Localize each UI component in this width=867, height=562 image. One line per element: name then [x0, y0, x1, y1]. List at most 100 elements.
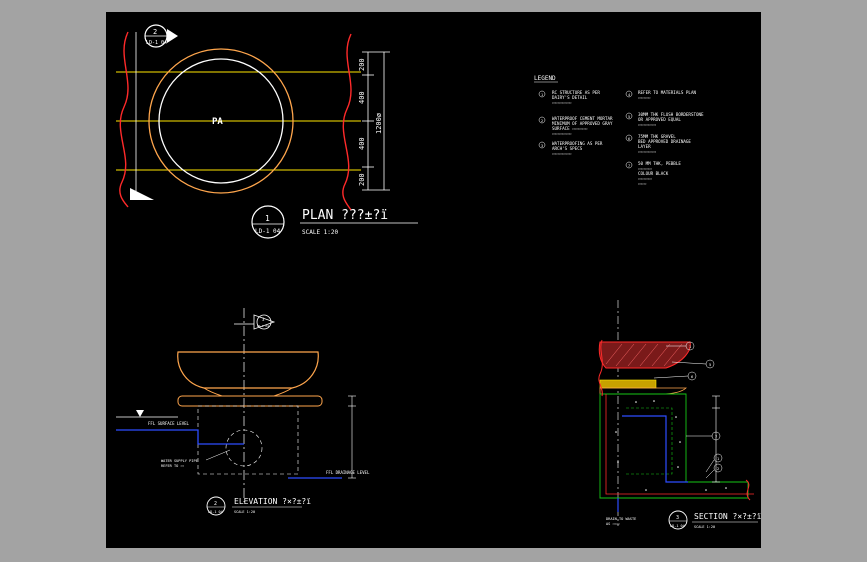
- elevation-level-left-label: FFL SURFACE LEVEL: [148, 421, 190, 426]
- plan-section-marker-arrow: [167, 29, 178, 43]
- section-title-block: 3 LD-1 04 SECTION ?×?±?ï SCALE 1:20: [668, 510, 761, 530]
- section-break-line-top: [598, 339, 603, 397]
- legend: LEGEND 1 RC STRUCTURE AS PER DAIRY'S DET…: [534, 75, 704, 186]
- aggregate-dot-5: [677, 466, 679, 468]
- legend-title: LEGEND: [534, 75, 556, 82]
- legend-item-4-line-2: ⸗⸗⸗⸗⸗⸗⸗⸗⸗: [638, 95, 651, 100]
- legend-item-4: 4 REFER TO MATERIALS PLAN ⸗⸗⸗⸗⸗⸗⸗⸗⸗: [625, 90, 696, 100]
- aggregate-dot-3: [675, 416, 677, 418]
- legend-item-3-num: 3: [541, 144, 543, 148]
- callout-label-6: 2: [717, 466, 719, 471]
- callout-leader-2: [671, 361, 707, 365]
- elevation-pipe-note-1: WATER SUPPLY PIPE: [161, 459, 198, 463]
- elevation-title-circle: [206, 496, 226, 516]
- legend-item-1-line-3: ⸗⸗⸗⸗⸗⸗⸗⸗⸗⸗⸗⸗⸗⸗: [552, 100, 572, 105]
- elevation-dimensions: [348, 395, 356, 479]
- cad-viewport[interactable]: PA 2 LD-1 04 200 400 400 200 1200ø: [106, 12, 761, 548]
- callout-badge-6: [713, 463, 723, 473]
- legend-item-6: 6 75MM THK GRAVEL BED APPROVED DRAINAGE …: [625, 134, 691, 154]
- legend-item-1: 1 RC STRUCTURE AS PER DAIRY'S DETAIL ⸗⸗⸗…: [538, 90, 600, 105]
- elevation-level-right-label: FFL DRAINAGE LEVEL: [326, 470, 370, 475]
- dim-label-3: 400: [358, 137, 366, 150]
- legend-item-2-line-4: ⸗⸗⸗⸗⸗⸗⸗⸗⸗⸗⸗⸗⸗⸗: [552, 131, 572, 136]
- plan-break-line-right: [342, 33, 352, 211]
- callout-leader-5: [705, 459, 715, 473]
- section-bowl-hatch-line-2: [615, 343, 635, 367]
- legend-item-3-badge: [538, 141, 546, 149]
- callout-badge-5: [713, 453, 723, 463]
- aggregate-dot-8: [615, 431, 617, 433]
- legend-item-2-line-1: WATERPROOF CEMENT MORTAR: [552, 116, 613, 121]
- elevation-view: 3 LD-1 04 FFL SURFACE LEVEL FFL DRAINAGE…: [116, 308, 370, 516]
- aggregate-dot-2: [653, 400, 655, 402]
- legend-item-7-line-4: ⸗⸗⸗⸗⸗⸗⸗⸗⸗⸗: [638, 176, 653, 181]
- legend-item-1-line-1: RC STRUCTURE AS PER: [552, 90, 600, 95]
- elevation-pipe-note-2: REFER TO ⸗⸗⸗: [161, 464, 185, 468]
- legend-item-3-line-1: WATERPROOFING AS PER: [552, 141, 603, 146]
- plan-title-scale: SCALE 1:20: [302, 229, 339, 236]
- legend-item-7-num: 7: [628, 164, 630, 168]
- section-bowl-hatch-line-5: [651, 343, 671, 367]
- section-concrete-inner: [626, 407, 673, 475]
- elevation-bowl-neck: [203, 387, 293, 397]
- elevation-title-scale: SCALE 1:20: [234, 510, 255, 514]
- section-waterproofing: [605, 394, 754, 495]
- elevation-pipe-note-leader: [205, 449, 231, 461]
- legend-item-2-num: 2: [541, 119, 543, 123]
- callout-label-1: 1: [689, 344, 692, 349]
- section-callouts: [653, 341, 723, 479]
- aggregate-dot-6: [705, 489, 707, 491]
- elevation-marker-num: 3: [262, 317, 265, 322]
- legend-item-2-line-3: SURFACE ⸗⸗⸗⸗⸗⸗⸗⸗⸗⸗⸗: [552, 126, 588, 131]
- elevation-title-ref: LD-1 04: [208, 510, 223, 514]
- dim-label-4: 200: [358, 173, 366, 186]
- callout-badge-1: [685, 341, 695, 351]
- elevation-supply-pipe: [116, 429, 244, 445]
- plan-inner-bowl: [158, 58, 284, 184]
- legend-item-5: 5 30MM THK FLUSH BORDERSTONE OR APPROVED…: [625, 112, 704, 127]
- elevation-title-num: 2: [214, 501, 217, 507]
- legend-item-2-badge: [538, 116, 546, 124]
- plan-dimension-labels: 200 400 400 200 1200ø: [358, 58, 383, 186]
- legend-item-5-line-3: ⸗⸗⸗⸗⸗⸗⸗⸗⸗⸗⸗⸗⸗: [638, 122, 657, 127]
- legend-item-1-num: 1: [541, 93, 543, 97]
- elevation-pedestal: [197, 405, 299, 475]
- legend-item-5-line-2: OR APPROVED EQUAL: [638, 117, 681, 122]
- plan-break-line-left: [119, 31, 129, 208]
- section-dimensions: [712, 395, 720, 483]
- plan-view: PA 2 LD-1 04 200 400 400 200 1200ø: [116, 24, 418, 239]
- elevation-base-cap: [177, 395, 323, 407]
- elevation-level-left-marker: [136, 410, 144, 417]
- elevation-marker-arrow: [253, 314, 276, 330]
- elevation-marker-ref: LD-1 04: [257, 324, 269, 328]
- aggregate-dot-7: [725, 487, 727, 489]
- legend-item-7-line-2: ⸗⸗⸗⸗⸗⸗⸗⸗⸗⸗: [638, 166, 653, 171]
- plan-title-text: PLAN ???±?ï: [302, 208, 388, 223]
- callout-leader-6: [705, 469, 715, 479]
- section-gravel-layer: [599, 379, 657, 389]
- section-break-line-right: [745, 479, 751, 501]
- legend-item-7-line-5: ⸗⸗⸗⸗⸗⸗: [638, 181, 647, 186]
- plan-south-arrow: [130, 188, 154, 200]
- section-callout-labels: 1 5 6 7 1 2: [689, 344, 720, 471]
- legend-item-5-badge: [625, 112, 633, 120]
- dim-label-2: 400: [358, 91, 366, 104]
- elevation-section-marker: 3 LD-1 04: [234, 308, 276, 502]
- elevation-title-text: ELEVATION ?×?±?ï: [234, 497, 311, 506]
- section-bowl-hatch: [605, 343, 683, 367]
- section-pebble-layer: [599, 387, 687, 395]
- section-drain-note-1: DRAIN TO WASTE: [606, 517, 636, 521]
- section-title-num: 3: [676, 515, 679, 521]
- aggregate-dot-4: [679, 441, 681, 443]
- legend-item-4-num: 4: [628, 93, 630, 97]
- callout-leader-3: [653, 375, 689, 379]
- dim-label-total: 1200ø: [375, 112, 383, 134]
- callout-label-5: 1: [717, 456, 720, 461]
- aggregate-dot-1: [635, 401, 637, 403]
- legend-item-3-line-2: ARCH'S SPECS: [552, 146, 583, 151]
- legend-item-6-line-3: LAYER: [638, 144, 651, 149]
- section-bowl-hatch-line-3: [627, 343, 647, 367]
- plan-dimension-chain: [362, 51, 390, 191]
- callout-badge-2: [705, 359, 715, 369]
- plan-pa-label: PA: [212, 117, 223, 127]
